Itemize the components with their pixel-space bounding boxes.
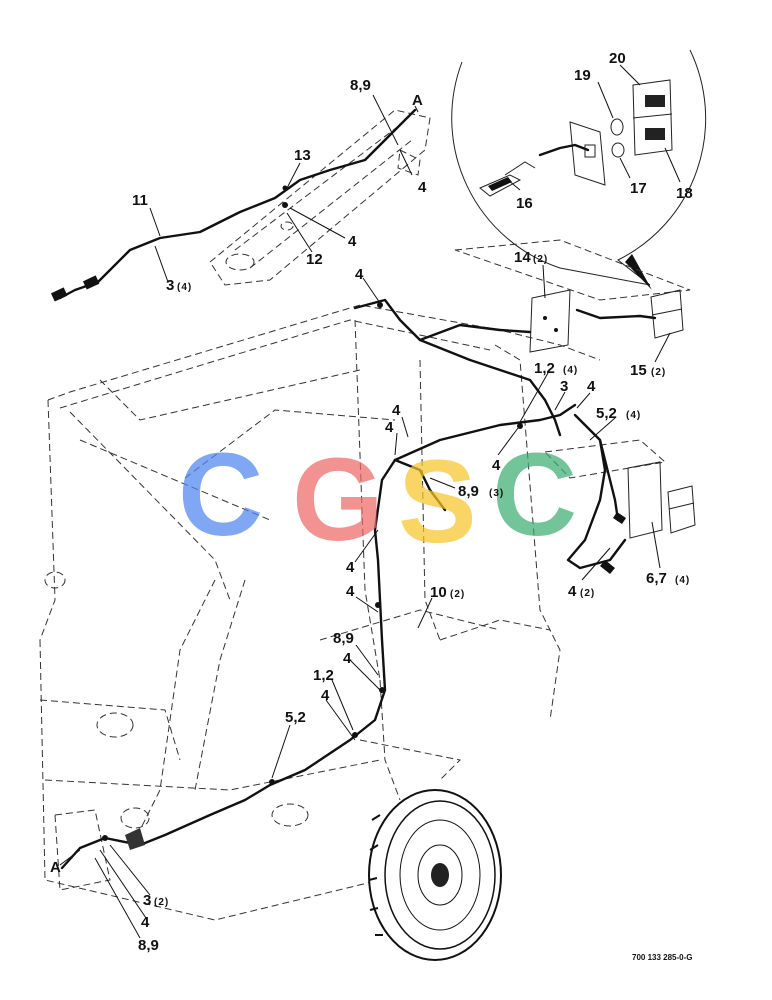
drawing-number: 700 133 285-0-G xyxy=(632,953,693,962)
callout-4-f: 4 xyxy=(385,419,394,436)
callout-10: 10 (2) xyxy=(430,584,465,601)
callout-10-qty: (2) xyxy=(450,589,465,600)
watermark-letter-2: G xyxy=(292,434,384,566)
callout-3-mid: 3 xyxy=(560,378,568,395)
callout-8-9-mid-qty: (3) xyxy=(489,488,504,499)
callout-8-9-mid: 8,9 (3) xyxy=(458,483,504,500)
callout-3-low-qty: (2) xyxy=(154,897,169,908)
callout-4-a: 4 xyxy=(418,179,427,196)
callout-14-qty: (2) xyxy=(533,254,548,265)
callout-19: 19 xyxy=(574,67,591,84)
callout-3-low: 3 (2) xyxy=(143,892,169,909)
callout-4-l: 4 xyxy=(321,687,330,704)
callout-4-h: 4 xyxy=(346,559,355,576)
watermark: C G S C xyxy=(178,429,577,568)
callout-a-low: A xyxy=(50,859,61,876)
callout-4-j-num: 4 xyxy=(568,583,577,600)
callout-4-j-qty: (2) xyxy=(580,588,595,599)
wheel xyxy=(368,789,502,961)
callout-15-qty: (2) xyxy=(651,367,666,378)
leader-lines xyxy=(59,64,681,939)
callout-20: 20 xyxy=(609,50,626,67)
callout-4-d: 4 xyxy=(587,378,596,395)
callout-3-top-qty: (4) xyxy=(177,282,192,293)
hitch-tongue xyxy=(209,109,431,286)
callout-8-9-bot: 8,9 xyxy=(138,937,159,954)
callout-4-j: 4 (2) xyxy=(568,583,595,600)
callout-13: 13 xyxy=(294,147,311,164)
callout-labels: 8,9 A 13 11 4 4 12 3 (4) 20 19 17 18 16 … xyxy=(50,50,693,954)
watermark-letter-1: C xyxy=(178,429,263,561)
callout-17: 17 xyxy=(630,180,647,197)
watermark-letter-3: S xyxy=(398,436,477,568)
callout-14-num: 14 xyxy=(514,249,531,266)
callout-8-9-mid-num: 8,9 xyxy=(458,483,479,500)
callout-1-2-low: 1,2 xyxy=(313,667,334,684)
callout-11: 11 xyxy=(132,192,148,209)
callout-15: 15 (2) xyxy=(630,362,666,379)
callout-8-9-low: 8,9 xyxy=(333,630,354,647)
callout-5-2-top-qty: (4) xyxy=(626,410,641,421)
callout-8-9-top: 8,9 xyxy=(350,77,371,94)
callout-4-m: 4 xyxy=(141,914,150,931)
mounting-plate-lower xyxy=(543,439,696,539)
callout-5-2-low: 5,2 xyxy=(285,709,306,726)
callout-4-i: 4 xyxy=(346,583,355,600)
callout-4-b: 4 xyxy=(348,233,357,250)
callout-14: 14 (2) xyxy=(514,249,548,266)
callout-6-7: 6,7 (4) xyxy=(646,570,690,587)
callout-18: 18 xyxy=(676,185,693,202)
callout-1-2-top-qty: (4) xyxy=(563,365,578,376)
callout-5-2-top-num: 5,2 xyxy=(596,405,617,422)
callout-4-k: 4 xyxy=(343,650,352,667)
callout-a-top: A xyxy=(412,92,423,109)
callout-12: 12 xyxy=(306,251,323,268)
callout-15-num: 15 xyxy=(630,362,647,379)
callout-3-top: 3 (4) xyxy=(166,277,192,294)
callout-4-c: 4 xyxy=(355,266,364,283)
mounting-plate-upper xyxy=(454,239,691,353)
baler-body xyxy=(39,304,601,921)
callout-4-e: 4 xyxy=(392,402,401,419)
callout-16: 16 xyxy=(516,195,533,212)
callout-3-low-num: 3 xyxy=(143,892,151,909)
callout-6-7-num: 6,7 xyxy=(646,570,667,587)
tongue-harness xyxy=(50,108,417,302)
callout-6-7-qty: (4) xyxy=(675,575,690,586)
main-harness xyxy=(60,298,657,870)
watermark-letter-4: C xyxy=(492,429,577,561)
callout-10-num: 10 xyxy=(430,584,447,601)
callout-5-2-top: 5,2 (4) xyxy=(596,405,641,422)
callout-1-2-top: 1,2 (4) xyxy=(534,360,578,377)
callout-4-g: 4 xyxy=(492,457,501,474)
callout-1-2-top-num: 1,2 xyxy=(534,360,555,377)
lamp-detail-inset xyxy=(451,49,707,290)
callout-3-top-num: 3 xyxy=(166,277,174,294)
